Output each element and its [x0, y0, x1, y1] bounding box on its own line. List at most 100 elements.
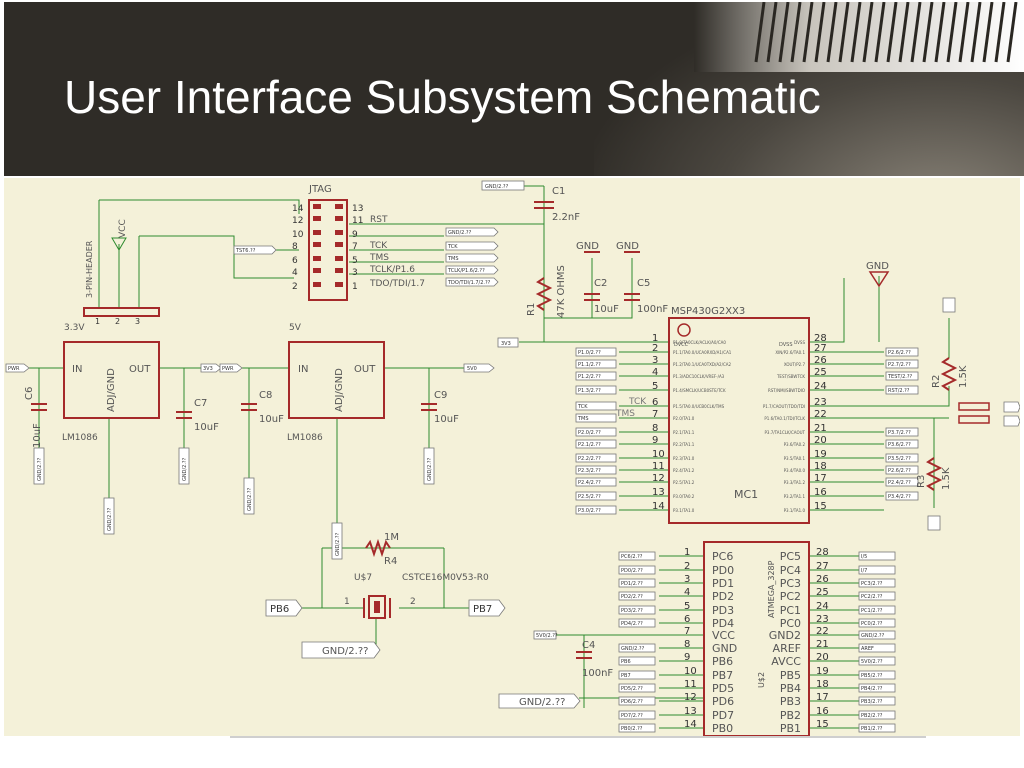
svg-text:1.5K: 1.5K [958, 365, 969, 388]
mcu1-pin-number: 6 [652, 397, 658, 408]
mcu1-pin-number: 20 [814, 435, 827, 446]
mcu2-pin-name: AVCC [771, 655, 801, 668]
svg-text:10uF: 10uF [594, 304, 619, 315]
mcu1-pin-number: 8 [652, 423, 658, 434]
svg-text:3V3: 3V3 [501, 341, 511, 347]
piano-key-line [838, 2, 850, 63]
jtag-pin-number-left: 14 [292, 204, 304, 214]
mcu1-net-tag-text: P1.2/2.?? [578, 374, 601, 380]
svg-text:OUT: OUT [354, 364, 376, 375]
mcu2-net-tag-text: GND/2.?? [621, 646, 645, 652]
mcu1-net-tag-text: P2.0/2.?? [578, 430, 601, 436]
mcu2-net-tag-text: PC2/2.?? [861, 594, 883, 600]
jtag-pin-number-left: 2 [292, 282, 298, 292]
capacitor-c4: C4 100nF GND/2.?? 5V0/2.?? [498, 630, 613, 709]
mcu2-pin-name: GND2 [769, 629, 801, 642]
piano-key-line [862, 2, 874, 63]
svg-text:1.5K: 1.5K [941, 467, 952, 490]
mcu2-net-tag [858, 578, 896, 588]
svg-text:GND/2.??: GND/2.?? [485, 184, 509, 190]
mcu2-net-tag-text: PB2/2.?? [861, 713, 883, 719]
mcu1-pin-name: P1.2/TA0.1/UCA0TXD/A2/CA2 [673, 362, 731, 367]
mcu2-net-tag-text: PB3/2.?? [861, 699, 883, 705]
jtag-signal-label: RST [370, 215, 388, 225]
mcu2-pin-number: 4 [684, 587, 690, 598]
mcu1-pin-number: 11 [652, 461, 665, 472]
mcu1-pin-number: 2 [652, 343, 658, 354]
mcu2-net-tag [858, 670, 896, 680]
svg-text:PB6: PB6 [270, 604, 289, 615]
mcu1-pin-number: 3 [652, 355, 658, 366]
mcu1-net-tag-text: P2.4/2.?? [888, 480, 911, 486]
mcu2-pin-number: 26 [816, 574, 829, 585]
mcu1-net-tag-text: P2.6/2.?? [888, 350, 911, 356]
mcu1-pin-number: 19 [814, 449, 827, 460]
svg-text:R2: R2 [931, 375, 942, 388]
jtag-tag-text: TCK [447, 244, 458, 250]
mcu1-pin-number: 12 [652, 473, 665, 484]
mcu2-pin-number: 14 [684, 719, 697, 730]
mcu2-pin-name: PC4 [780, 564, 801, 577]
capacitor-c8: C8 10uF [241, 390, 284, 425]
jtag-tag [445, 277, 499, 287]
mcu1-net-tag [885, 385, 919, 395]
jtag-pin-number-right: 3 [352, 268, 358, 278]
mcu2-pin-number: 8 [684, 639, 690, 650]
mcu2-pin-number: 21 [816, 639, 829, 650]
piano-key-line [874, 2, 886, 63]
mcu1-net-tag [885, 371, 919, 381]
gnd-tag [423, 447, 435, 485]
jtag-pin-number-right: 1 [352, 282, 358, 292]
mcu1-pin-name: P1.6/TA0.1/TDI/TCLK [764, 416, 805, 421]
mcu2-pin-number: 9 [684, 652, 690, 663]
piano-key-line [910, 2, 922, 63]
mcu2-net-tag-text: PD1/2.?? [621, 581, 643, 587]
mcu2-net-tag [618, 656, 656, 666]
mcu1-pin-name: P1.7/CAOUT/TDO/TDI [763, 404, 805, 409]
mcu1-pin-name: P2.1/TA1.1 [673, 430, 695, 435]
mcu1-net-tag [575, 347, 617, 357]
piano-key-line [898, 2, 910, 63]
svg-text:C9: C9 [434, 390, 447, 401]
gnd-tag-text: GND/2.?? [182, 457, 188, 481]
svg-text:100nF: 100nF [582, 668, 613, 679]
jtag-pin [313, 256, 321, 261]
jtag-pin-number-left: 4 [292, 268, 298, 278]
svg-text:10uF: 10uF [32, 423, 43, 448]
mcu1-pin-name: P1.4/SMCLK/UCB0STE/TCK [673, 388, 726, 393]
svg-text:10uF: 10uF [434, 414, 459, 425]
mcu1-net-tag-text: P2.7/2.?? [888, 362, 911, 368]
mcu1-pin-name: XIN/P2.6/TA0.1 [775, 350, 805, 355]
mcu1-net-tag [575, 359, 617, 369]
piano-key-line [814, 2, 826, 63]
svg-text:C6: C6 [24, 387, 35, 400]
jtag-pin [313, 216, 321, 221]
mcu1-net-tag [885, 427, 919, 437]
svg-text:PB7: PB7 [473, 604, 492, 615]
mcu1-pin-number: 4 [652, 367, 658, 378]
header-label: 3-PIN-HEADER [85, 240, 94, 298]
piano-key-line [994, 2, 1006, 63]
mcu2-pin-name: VCC [712, 629, 735, 642]
jtag-pin-number-left: 6 [292, 256, 298, 266]
regulator-3v3: IN OUT ADJ/GND LM1086 3.3V [62, 323, 160, 443]
svg-text:2: 2 [115, 317, 120, 326]
mcu1-net-tag [575, 413, 617, 423]
mcu1-pin-number: 28 [814, 333, 827, 344]
mcu2-net-tag [858, 696, 896, 706]
jtag-tag-text: TMS [447, 256, 459, 262]
mcu2-pin-name: PD0 [712, 564, 734, 577]
piano-key-line [934, 2, 946, 63]
resistor-r2: R2 1.5K [931, 297, 969, 391]
crystal-resonator: 1M R4 U$7 CSTCE16M0V53-R0 1 2 PB6 PB7 GN… [265, 532, 506, 659]
mcu2-pin-name: PC2 [780, 590, 801, 603]
mcu1-pin-name: P1.1/TA0.0/UCA0RXD/A1/CA1 [673, 350, 732, 355]
svg-text:PWR: PWR [222, 366, 234, 372]
mcu2-pin-name: PD2 [712, 590, 734, 603]
mcu2-pin-name: AREF [773, 642, 801, 655]
svg-text:ADJ/GND: ADJ/GND [106, 368, 117, 412]
svg-text:R1: R1 [526, 303, 537, 316]
mcu2-pin-name: PD3 [712, 604, 734, 617]
mcu2-net-tag [858, 656, 896, 666]
